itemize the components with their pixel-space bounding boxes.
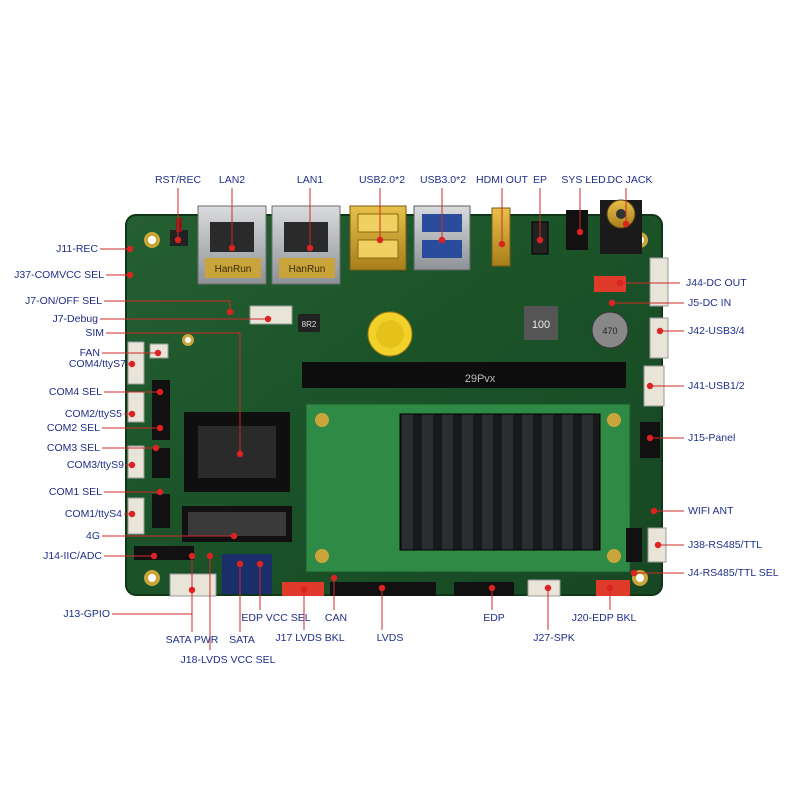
label-edp-vcc-sel: EDP VCC SEL <box>241 612 311 624</box>
label-j7-debug: J7-Debug <box>52 313 98 325</box>
ram-text: 29Pvx <box>465 373 496 385</box>
misc-components: 100 470 8R2 <box>298 306 629 349</box>
label-j38-rs485-ttl: J38-RS485/TTL <box>688 539 763 551</box>
label-wifi-ant: WIFI ANT <box>688 505 734 517</box>
label-com4-ttys7: COM4/ttyS7 <box>68 358 126 370</box>
label-j13-gpio: J13-GPIO <box>63 608 110 620</box>
label-j44-dc-out: J44-DC OUT <box>686 277 747 289</box>
cap-470-text: 470 <box>602 326 617 336</box>
label-com3-sel: COM3 SEL <box>46 442 100 454</box>
label-j27-spk: J27-SPK <box>533 632 575 644</box>
label-sata-pwr: SATA PWR <box>165 634 219 646</box>
bottom-connectors <box>222 554 630 597</box>
sysled-connector <box>566 210 588 250</box>
label-dc-jack: DC JACK <box>607 174 653 186</box>
leader-lines <box>100 188 684 650</box>
sim-slot <box>184 412 290 492</box>
label-usb30: USB3.0*2 <box>419 174 467 186</box>
ram-slot: 29Pvx <box>302 362 626 388</box>
label-ep: EP <box>532 174 548 186</box>
label-com1-ttys4: COM1/ttyS4 <box>64 508 122 520</box>
label-com2-sel: COM2 SEL <box>46 422 100 434</box>
label-com4-sel: COM4 SEL <box>48 386 102 398</box>
lan1-port: HanRun <box>271 205 341 285</box>
label-com2-ttys5: COM2/ttyS5 <box>64 408 122 420</box>
label-4g: 4G <box>85 530 100 542</box>
label-j7-onoff-sel: J7-ON/OFF SEL <box>24 295 102 307</box>
label-com3-ttys9: COM3/ttyS9 <box>66 459 124 471</box>
label-lan1: LAN1 <box>296 174 324 186</box>
label-j37-comvcc-sel: J37-COMVCC SEL <box>14 269 104 281</box>
label-sys-led: SYS LED. <box>561 174 609 186</box>
label-j5-dc-in: J5-DC IN <box>688 297 732 309</box>
label-can: CAN <box>324 612 348 624</box>
label-hdmi-out: HDMI OUT <box>476 174 528 186</box>
label-j4-rs485-ttl-sel: J4-RS485/TTL SEL <box>688 567 779 579</box>
label-j15-panel: J15-Panel <box>688 432 736 444</box>
hdmi-port <box>491 207 511 267</box>
brand2-text: HanRun <box>215 264 252 275</box>
label-j18-lvds-vcc-sel: J18-LVDS VCC SEL <box>180 654 276 666</box>
label-sim: SIM <box>85 327 104 339</box>
dc-jack <box>600 199 642 254</box>
label-j42-usb34: J42-USB3/4 <box>688 325 745 337</box>
chip-8r2-text: 8R2 <box>302 320 317 329</box>
label-j20-edp-bkl: J20-EDP BKL <box>571 612 637 624</box>
label-j11-rec: J11-REC <box>56 243 98 255</box>
label-lvds: LVDS <box>376 632 404 644</box>
label-j41-usb12: J41-USB1/2 <box>688 380 745 392</box>
leader-dots <box>126 220 664 594</box>
label-sata: SATA <box>229 634 255 646</box>
label-j17-lvds-bkl: J17 LVDS BKL <box>275 632 345 644</box>
label-com1-sel: COM1 SEL <box>48 486 102 498</box>
right-connectors <box>594 257 669 563</box>
coin-battery <box>367 311 413 357</box>
cap-100-text: 100 <box>532 319 550 331</box>
label-edp: EDP <box>483 612 505 624</box>
label-lan2: LAN2 <box>218 174 246 186</box>
brand1-text: HanRun <box>289 264 326 275</box>
label-j14-iic-adc: J14-IIC/ADC <box>43 550 102 562</box>
core-module <box>305 403 631 573</box>
label-usb20: USB2.0*2 <box>358 174 406 186</box>
label-fan: FAN <box>79 347 100 359</box>
label-rst-rec: RST/REC <box>154 174 202 186</box>
